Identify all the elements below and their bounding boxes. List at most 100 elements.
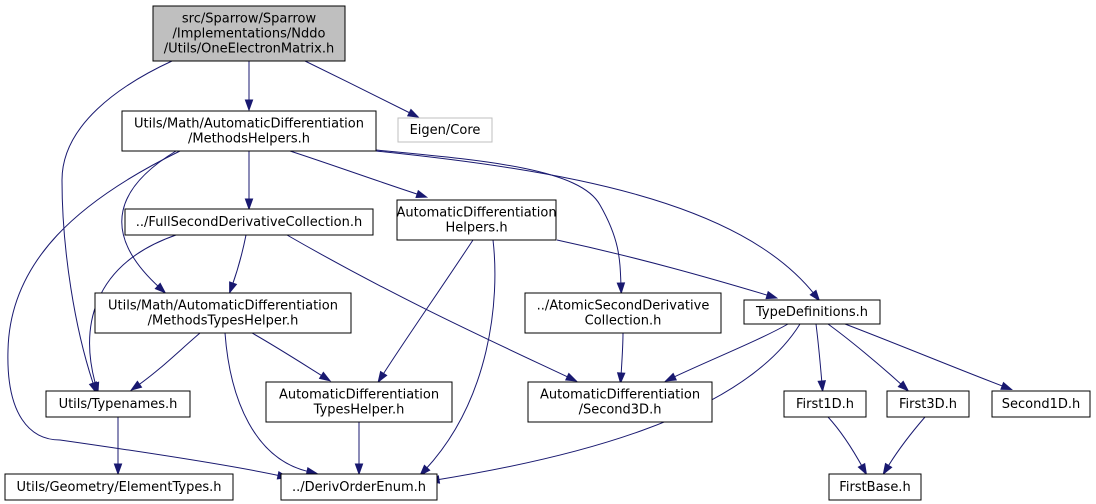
arrowhead-icon [318,371,332,382]
node-box [828,473,922,501]
node-label-line: /MethodsTypesHelper.h [148,314,299,329]
node-label-line: First3D.h [899,397,957,412]
arrowhead-icon [90,381,100,395]
node-label-line: AutomaticDifferentiation [540,388,700,403]
node-label-line: /Second3D.h [579,403,662,418]
edge-line [121,150,177,289]
arrowhead-icon [765,290,779,300]
node-label-line: /Implementations/Nddo [173,27,326,42]
node-label-line: ../AtomicSecondDerivative [537,299,710,314]
node-label-line: TypeDefinitions.h [755,305,868,320]
nodes-layer: src/Sparrow/Sparrow/Implementations/Nddo… [4,5,1091,501]
node-label-line: Collection.h [585,314,662,329]
node-element-types[interactable]: Utils/Geometry/ElementTypes.h [4,473,234,501]
node-box [886,390,970,418]
node-root: src/Sparrow/Sparrow/Implementations/Nddo… [152,5,346,62]
edge-line [231,234,247,287]
edge-root-to-methods-helpers [244,61,254,112]
node-label-line: Second1D.h [1002,397,1081,412]
arrowhead-icon [354,463,364,476]
node-label-line: /Utils/OneElectronMatrix.h [164,42,334,57]
edge-line [375,150,816,296]
edge-methods-helpers-to-ad-helpers [289,150,429,199]
arrowhead-icon [882,462,893,476]
node-box [121,110,377,152]
edge-line [620,332,624,377]
arrowhead-icon [154,282,167,294]
edge-line [556,239,771,297]
arrowhead-icon [377,370,388,384]
edge-methods-helpers-to-methods-types-helper [121,150,177,294]
arrowhead-icon [664,372,678,382]
node-box [265,381,453,423]
edge-methods-helpers-to-atomic-second-derivative [375,149,626,295]
node-box [524,292,722,334]
node-box [783,390,867,418]
arrowhead-icon [857,462,868,476]
node-label-line: First1D.h [796,397,854,412]
edge-line [7,150,282,477]
node-box [396,199,557,241]
node-label-line: ../FullSecondDerivativeCollection.h [136,215,362,230]
edge-type-definitions-to-first3d [827,323,910,392]
node-full-second-derivative[interactable]: ../FullSecondDerivativeCollection.h [124,208,374,236]
edge-atomic-second-derivative-to-ad-second3d [616,332,626,385]
node-eigen-core: Eigen/Core [397,117,493,143]
edge-methods-types-helper-to-ad-types-helper [251,332,332,382]
edge-full-second-derivative-to-methods-types-helper [229,234,247,294]
node-label-line: FirstBase.h [839,480,910,495]
node-first1d[interactable]: First1D.h [783,390,867,418]
edge-line [424,239,496,471]
node-first3d[interactable]: First3D.h [886,390,970,418]
edge-type-definitions-to-second1d [844,323,1013,390]
node-typenames[interactable]: Utils/Typenames.h [45,390,191,418]
edge-line [827,323,904,387]
node-deriv-order-enum[interactable]: ../DerivOrderEnum.h [280,473,438,501]
node-type-definitions[interactable]: TypeDefinitions.h [743,299,881,325]
node-box [124,208,374,236]
edge-line [435,323,801,481]
edge-line [61,60,173,387]
node-label-line: /MethodsHelpers.h [188,132,310,147]
arrowhead-icon [419,464,431,477]
edge-line [289,150,421,196]
edge-methods-types-helper-to-typenames [130,332,201,391]
node-methods-types-helper[interactable]: Utils/Math/AutomaticDifferentiation/Meth… [94,292,352,334]
arrowhead-icon [616,282,626,295]
node-label-line: Helpers.h [445,221,507,236]
node-label-line: Utils/Typenames.h [59,397,178,412]
edge-line [827,416,864,469]
edge-ad-helpers-to-deriv-order-enum [419,239,496,477]
edge-type-definitions-to-first1d [815,323,827,393]
edge-line [375,149,622,287]
edge-line [286,234,571,379]
edge-line [304,60,413,115]
node-label-line: Utils/Math/AutomaticDifferentiation [108,299,338,314]
edge-methods-helpers-to-full-second-derivative [244,151,254,211]
edge-line [251,332,325,378]
arrowhead-icon [130,380,143,391]
node-ad-second3d[interactable]: AutomaticDifferentiation/Second3D.h [527,381,713,423]
edge-methods-types-helper-to-deriv-order-enum [224,332,319,476]
edge-full-second-derivative-to-ad-second3d [286,234,578,382]
edges-layer [7,60,1013,484]
node-box [527,381,713,423]
node-second1d[interactable]: Second1D.h [991,390,1091,418]
node-label-line: src/Sparrow/Sparrow [182,12,317,27]
edge-methods-helpers-to-type-definitions [375,150,821,302]
arrowhead-icon [244,198,254,211]
edge-line [381,239,474,377]
arrowhead-icon [897,380,910,392]
arrowhead-icon [616,372,626,385]
node-box [397,117,493,143]
edge-ad-helpers-to-type-definitions [556,239,779,300]
node-first-base[interactable]: FirstBase.h [828,473,922,501]
node-box [152,5,346,62]
node-methods-helpers[interactable]: Utils/Math/AutomaticDifferentiation/Meth… [121,110,377,152]
edge-line [224,332,311,473]
edge-line [886,416,926,469]
